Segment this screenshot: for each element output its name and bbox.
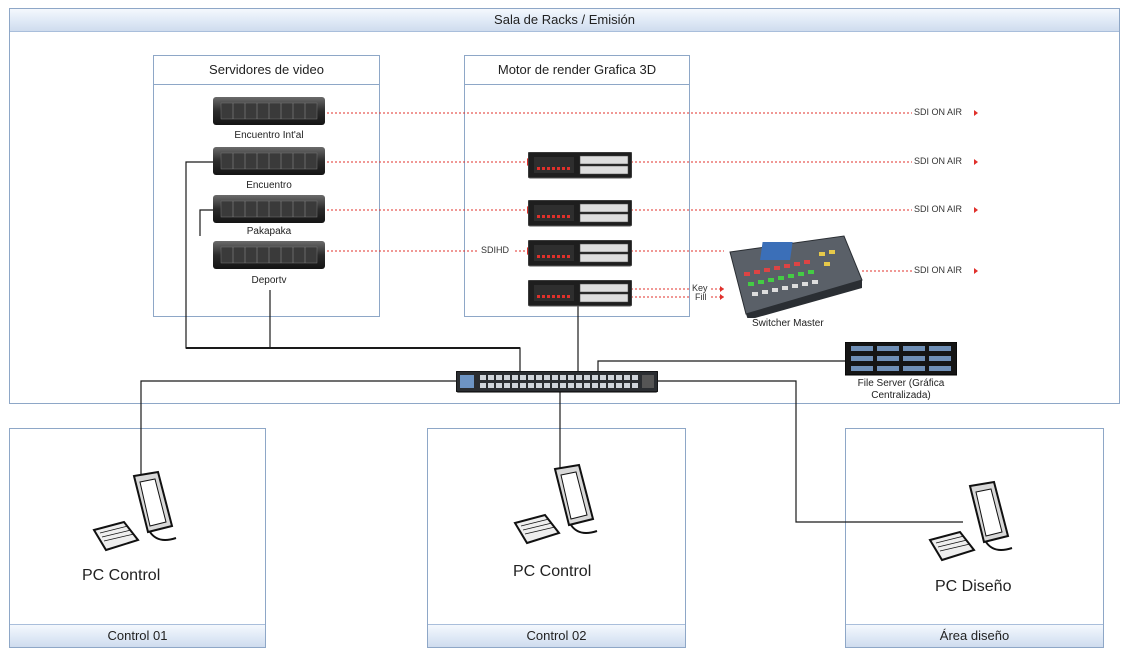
server-rack-icon [213,241,325,269]
pc-control-label-01: PC Control [82,567,161,584]
server-label-pakapaka: Pakapaka [246,226,292,237]
sdihd-label: SDIHD [481,245,510,255]
render-server-icon [528,240,632,267]
motor-render-group: Motor de render Grafica 3D [464,55,690,317]
server-rack-icon [213,97,325,125]
pc-computer-icon [92,470,177,552]
control01-title: Control 01 [10,624,265,647]
net-control01 [140,380,458,480]
sdi-on-air-label: SDI ON AIR [914,107,963,117]
render-server-icon [528,200,632,227]
server-label-deportv: Deportv [251,275,287,286]
network-lines [140,161,963,523]
server-rack-icon [213,195,325,223]
fill-label: Fill [695,292,707,302]
server-rack-icon [213,147,325,175]
sdi-on-air-label: SDI ON AIR [914,156,963,166]
servidores-video-title: Servidores de video [154,56,379,85]
net-area-diseno [656,380,963,523]
switcher-console-icon [729,235,863,318]
sala-racks-title: Sala de Racks / Emisión [10,9,1119,32]
file-server-icon [845,342,957,376]
switcher-master-label: Switcher Master [752,318,824,329]
pc-diseno-label: PC Diseño [935,578,1012,595]
file-server-label: File Server (Gráfica Centralizada) [857,378,945,401]
sdi-signal-lines [327,112,912,298]
key-label: Key [692,283,708,293]
motor-render-title: Motor de render Grafica 3D [465,56,689,85]
server-label-encuentro: Encuentro [246,180,292,191]
area-diseno-panel: Área diseño [845,428,1104,648]
server-label-encuentro-intal: Encuentro Int'al [234,130,304,141]
pc-computer-icon [928,480,1013,562]
sdi-on-air-label: SDI ON AIR [914,204,963,214]
render-server-icon [528,152,632,179]
render-server-icon [528,280,632,307]
control02-title: Control 02 [428,624,685,647]
network-switch-icon [456,371,658,393]
net-fileserver [597,360,845,372]
pc-control-label-02: PC Control [513,563,592,580]
sdi-on-air-label: SDI ON AIR [914,265,963,275]
control02-panel: Control 02 [427,428,686,648]
pc-computer-icon [513,463,598,545]
area-diseno-title: Área diseño [846,624,1103,647]
